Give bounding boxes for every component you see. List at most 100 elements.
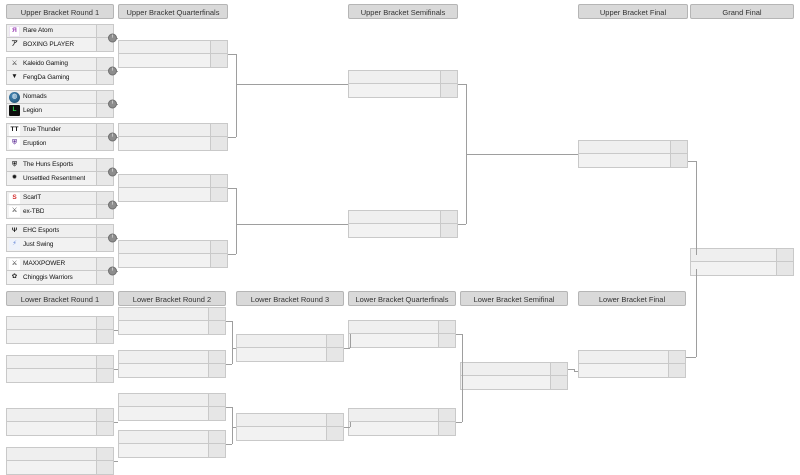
match-row-bottom[interactable] bbox=[7, 330, 113, 343]
match-row-bottom[interactable]: ⛨Eruption bbox=[7, 137, 113, 150]
ub-qf-match-1[interactable] bbox=[118, 40, 228, 68]
lb-final-match[interactable] bbox=[578, 350, 686, 378]
lb-r2-match-4[interactable] bbox=[118, 430, 226, 458]
lb-r3-match-1[interactable] bbox=[236, 334, 344, 362]
match-row-top[interactable] bbox=[349, 409, 455, 422]
match-row-top[interactable] bbox=[349, 321, 455, 334]
match-row-bottom[interactable] bbox=[237, 348, 343, 361]
match-row-bottom[interactable] bbox=[349, 422, 455, 435]
match-row-top[interactable] bbox=[461, 363, 567, 376]
info-icon[interactable]: i bbox=[108, 33, 117, 43]
ub-qf-match-3[interactable] bbox=[118, 174, 228, 202]
match-row-top[interactable] bbox=[119, 308, 225, 321]
match-row-bottom[interactable] bbox=[461, 376, 567, 389]
match-row-top[interactable] bbox=[7, 409, 113, 422]
match-row-top[interactable] bbox=[349, 71, 457, 84]
match-row-top[interactable]: ⚔Kaleido Gaming bbox=[7, 58, 113, 71]
match-row-top[interactable] bbox=[691, 249, 793, 262]
match-row-top[interactable] bbox=[119, 124, 227, 137]
legion-logo: L bbox=[9, 105, 20, 116]
match-row-top[interactable] bbox=[7, 317, 113, 330]
match-row-top[interactable]: ⚔MAXXPOWER bbox=[7, 258, 113, 271]
ub-sf-match-2[interactable] bbox=[348, 210, 458, 238]
ub-qf-match-4[interactable] bbox=[118, 240, 228, 268]
match-row-top[interactable] bbox=[579, 351, 685, 364]
lb-r3-match-2[interactable] bbox=[236, 413, 344, 441]
info-icon[interactable]: i bbox=[108, 132, 117, 142]
match-row-bottom[interactable] bbox=[119, 188, 227, 201]
match-row-bottom[interactable] bbox=[7, 422, 113, 435]
match-row-bottom[interactable] bbox=[119, 137, 227, 150]
match-row-bottom[interactable] bbox=[7, 369, 113, 382]
match-row-top[interactable] bbox=[7, 448, 113, 461]
match-row-top[interactable] bbox=[579, 141, 687, 154]
match-row-bottom[interactable] bbox=[119, 321, 225, 334]
match-row-bottom[interactable]: ⚡Just Swing bbox=[7, 238, 113, 251]
info-icon[interactable]: i bbox=[108, 99, 117, 109]
match-row-top[interactable] bbox=[237, 414, 343, 427]
match-row-top[interactable] bbox=[119, 41, 227, 54]
match-row-top[interactable] bbox=[119, 175, 227, 188]
match-row-bottom[interactable] bbox=[349, 334, 455, 347]
match-row-top[interactable]: ⛨The Huns Esports bbox=[7, 159, 113, 172]
match-row-bottom[interactable] bbox=[349, 224, 457, 237]
info-icon[interactable]: i bbox=[108, 66, 117, 76]
match-row-bottom[interactable]: ▼FengDa Gaming bbox=[7, 71, 113, 84]
lb-r1-match-1[interactable] bbox=[6, 316, 114, 344]
match-row-top[interactable] bbox=[349, 211, 457, 224]
grand-final-match[interactable] bbox=[690, 248, 794, 276]
match-row-bottom[interactable] bbox=[119, 54, 227, 67]
info-icon[interactable]: i bbox=[108, 167, 117, 177]
match-row-bottom[interactable] bbox=[7, 461, 113, 474]
match-row-top[interactable] bbox=[119, 241, 227, 254]
match-row-top[interactable] bbox=[119, 351, 225, 364]
lb-r1-match-4[interactable] bbox=[6, 447, 114, 475]
match-row-bottom[interactable] bbox=[349, 84, 457, 97]
match-row-top[interactable] bbox=[7, 356, 113, 369]
info-icon[interactable]: i bbox=[108, 266, 117, 276]
match-row-bottom[interactable] bbox=[579, 154, 687, 167]
ub-qf-match-2[interactable] bbox=[118, 123, 228, 151]
match-row-bottom[interactable] bbox=[691, 262, 793, 275]
match-row-bottom[interactable]: ⚔ex-TBD bbox=[7, 205, 113, 218]
info-icon[interactable]: i bbox=[108, 233, 117, 243]
match-row-bottom[interactable]: ✿Chinggis Warriors bbox=[7, 271, 113, 284]
match-row-top[interactable]: ◍Nomads bbox=[7, 91, 113, 104]
lb-r2-match-3[interactable] bbox=[118, 393, 226, 421]
match-row-bottom[interactable] bbox=[579, 364, 685, 377]
match-row-bottom[interactable] bbox=[237, 427, 343, 440]
match-row-bottom[interactable] bbox=[119, 364, 225, 377]
lb-r1-match-2[interactable] bbox=[6, 355, 114, 383]
match-row-bottom[interactable]: ✹Unsettled Resentment bbox=[7, 172, 113, 185]
match-row-top[interactable] bbox=[119, 431, 225, 444]
lb-r2-match-1[interactable] bbox=[118, 307, 226, 335]
match-row-top[interactable] bbox=[237, 335, 343, 348]
match-row-bottom[interactable] bbox=[119, 407, 225, 420]
ub-final-match[interactable] bbox=[578, 140, 688, 168]
match-row-bottom[interactable] bbox=[119, 254, 227, 267]
info-icon[interactable]: i bbox=[108, 200, 117, 210]
match-row-top[interactable] bbox=[119, 394, 225, 407]
lb-r2-match-2[interactable] bbox=[118, 350, 226, 378]
lb-r1-match-3[interactable] bbox=[6, 408, 114, 436]
score-cell bbox=[440, 211, 457, 223]
lb-qf-match-1[interactable] bbox=[348, 320, 456, 348]
lb-qf-match-2[interactable] bbox=[348, 408, 456, 436]
lb-semifinal-match[interactable] bbox=[460, 362, 568, 390]
match-row-bottom[interactable] bbox=[119, 444, 225, 457]
ub-sf-match-1[interactable] bbox=[348, 70, 458, 98]
